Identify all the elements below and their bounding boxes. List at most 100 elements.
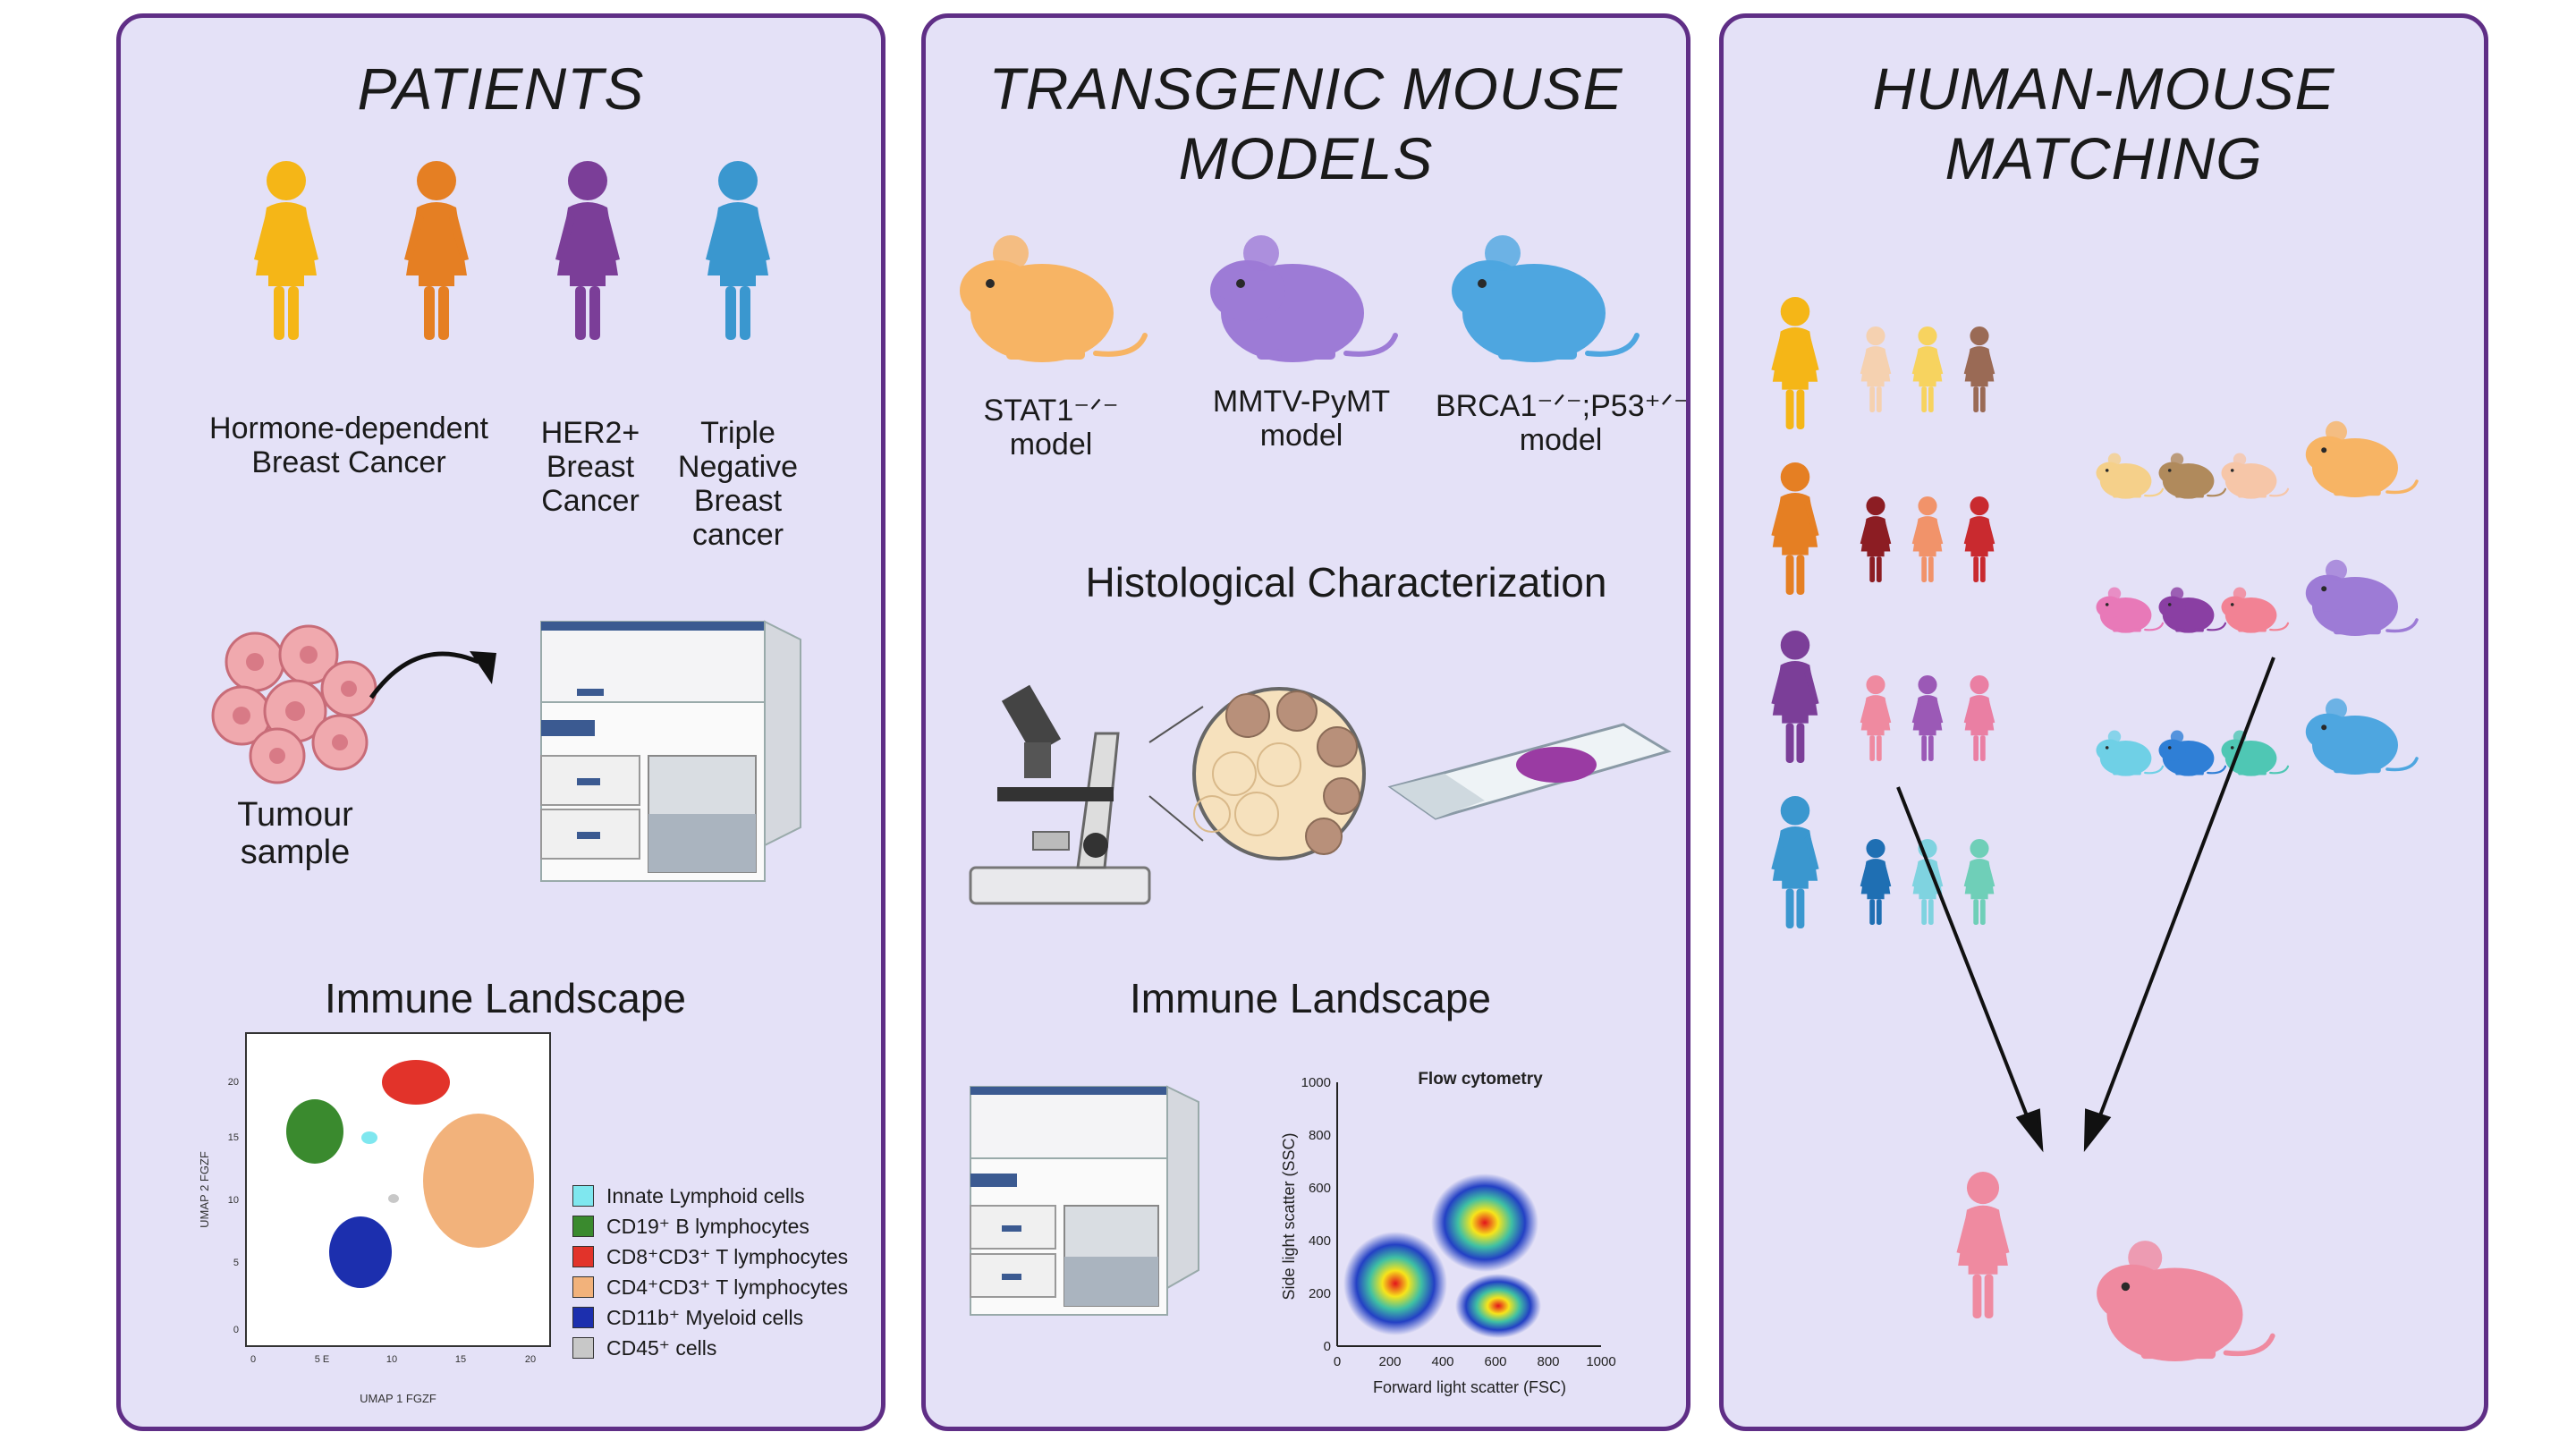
umap-ytick: 15 [228, 1132, 239, 1143]
flow-population [1455, 1274, 1541, 1338]
label-brca1-p53: BRCA1⁻ᐟ⁻;P53⁺ᐟ⁻ model [1436, 389, 1690, 457]
cluster-myeloid [329, 1216, 392, 1288]
human-small [1860, 839, 1892, 925]
umap-ytick: 20 [228, 1077, 239, 1088]
flow-population [1431, 1174, 1538, 1272]
umap-xtick: 5 E [315, 1354, 330, 1365]
umap-plot: 20 15 10 5 0 0 5 E 10 15 20 UMAP 1 FGZF … [198, 1032, 551, 1405]
legend-item: CD11b⁺ Myeloid cells [572, 1302, 848, 1333]
tissue-slide-icon [1387, 723, 1672, 820]
label-stat1: STAT1⁻ᐟ⁻ model [983, 394, 1119, 462]
flow-ytick: 1000 [1301, 1075, 1331, 1090]
human-small [1860, 326, 1892, 412]
mouse-small [2158, 730, 2227, 776]
human-large-4 [1771, 796, 1819, 928]
umap-ylabel: UMAP 2 FGZF [198, 1151, 211, 1228]
tumour-sample-icon [211, 624, 377, 784]
patient-figure-hormone [254, 161, 318, 340]
matching-arrows [1896, 657, 2275, 1153]
immune-landscape-title: Immune Landscape [324, 975, 687, 1021]
mouse-small [2096, 453, 2165, 499]
patient-figure-orange [404, 161, 469, 340]
tumour-sample-label: Tumour sample [237, 796, 353, 871]
label-hormone-dependent: Hormone-dependent Breast Cancer [209, 411, 488, 479]
histological-title: Histological Characterization [1085, 559, 1607, 606]
mouse-large-brca1 [2305, 698, 2419, 775]
human-small [1860, 496, 1892, 582]
mouse-models-row [960, 235, 1640, 362]
label-triple-negative: Triple Negative Breast cancer [677, 416, 799, 552]
histology-tissue-icon [1148, 687, 1366, 860]
matched-mouse [2097, 1241, 2275, 1361]
mouse-small [2096, 730, 2165, 776]
umap-ytick: 5 [233, 1258, 239, 1268]
matched-human [1956, 1172, 2010, 1318]
flow-cytometer-icon [970, 1085, 1199, 1316]
mouse-small [2096, 587, 2165, 633]
flow-cytometry-plot: Flow cytometry 0 200 400 600 800 1000 0 … [1280, 1070, 1616, 1396]
mouse-immune-landscape-title: Immune Landscape [1129, 975, 1492, 1021]
flow-xtick: 200 [1378, 1354, 1401, 1369]
human-small [1911, 675, 1944, 761]
human-large-1 [1771, 297, 1819, 429]
human-small [1963, 326, 1996, 412]
human-small [1911, 326, 1944, 412]
mouse-models-panel: TRANSGENIC MOUSE MODELS STAT1⁻ᐟ⁻ model M… [921, 13, 1690, 1431]
legend-item: CD45⁺ cells [572, 1333, 848, 1363]
matching-title: HUMAN-MOUSE MATCHING [1872, 55, 2335, 191]
human-large-3 [1771, 631, 1819, 763]
flow-xlabel: Forward light scatter (FSC) [1373, 1378, 1566, 1396]
patient-figure-her2 [555, 161, 620, 340]
label-her2: HER2+ Breast Cancer [540, 416, 640, 518]
human-small [1963, 496, 1996, 582]
flow-xtick: 400 [1431, 1354, 1453, 1369]
mouse-small [2158, 453, 2227, 499]
legend-item: CD8⁺CD3⁺ T lymphocytes [572, 1241, 848, 1272]
flow-xtick: 0 [1334, 1354, 1341, 1369]
flow-cytometer-icon [540, 620, 801, 882]
patients-title: PATIENTS [357, 55, 645, 122]
flow-ytick: 0 [1324, 1339, 1331, 1354]
flow-ylabel: Side light scatter (SSC) [1280, 1132, 1298, 1300]
flow-ytick: 400 [1309, 1233, 1331, 1249]
legend-item: CD4⁺CD3⁺ T lymphocytes [572, 1272, 848, 1302]
umap-legend: Innate Lymphoid cells CD19⁺ B lymphocyte… [572, 1181, 848, 1363]
human-small [1860, 675, 1892, 761]
human-large-2 [1771, 462, 1819, 595]
mouse-mmtv-pymt [1210, 235, 1398, 362]
mouse-small [2221, 453, 2290, 499]
mouse-models-title: TRANSGENIC MOUSE MODELS [988, 55, 1623, 191]
flow-xtick: 800 [1537, 1354, 1559, 1369]
label-mmtv-pymt: MMTV-PyMT model [1212, 385, 1391, 453]
patient-figures [254, 161, 770, 340]
human-small [1963, 675, 1996, 761]
mouse-brca1-p53 [1452, 235, 1640, 362]
matching-panel: HUMAN-MOUSE MATCHING [1719, 13, 2488, 1431]
umap-ytick: 10 [228, 1195, 239, 1206]
legend-item: CD19⁺ B lymphocytes [572, 1211, 848, 1241]
arrow-icon [369, 651, 496, 699]
matching-diagram [1771, 297, 2419, 1361]
flow-ytick: 200 [1309, 1286, 1331, 1301]
umap-clusters [286, 1060, 534, 1288]
umap-xtick: 15 [455, 1354, 466, 1365]
flow-title: Flow cytometry [1418, 1070, 1543, 1089]
flow-ytick: 800 [1309, 1128, 1331, 1143]
flow-population [1343, 1232, 1447, 1335]
flow-xtick: 600 [1484, 1354, 1506, 1369]
cluster-cd45 [388, 1194, 399, 1203]
mouse-large-stat1 [2305, 420, 2419, 497]
umap-ytick: 0 [233, 1325, 239, 1335]
umap-xtick: 20 [525, 1354, 536, 1365]
umap-xtick: 0 [250, 1354, 256, 1365]
mouse-large-mmtv [2305, 559, 2419, 636]
cluster-bcells [286, 1099, 343, 1164]
human-small [1911, 496, 1944, 582]
patient-figure-triple-negative [706, 161, 770, 340]
human-small [1963, 839, 1996, 925]
cluster-cd8 [382, 1060, 450, 1105]
human-small [1911, 839, 1944, 925]
mouse-stat1 [960, 235, 1148, 362]
mouse-small [2221, 587, 2290, 633]
microscope-icon [969, 684, 1151, 905]
